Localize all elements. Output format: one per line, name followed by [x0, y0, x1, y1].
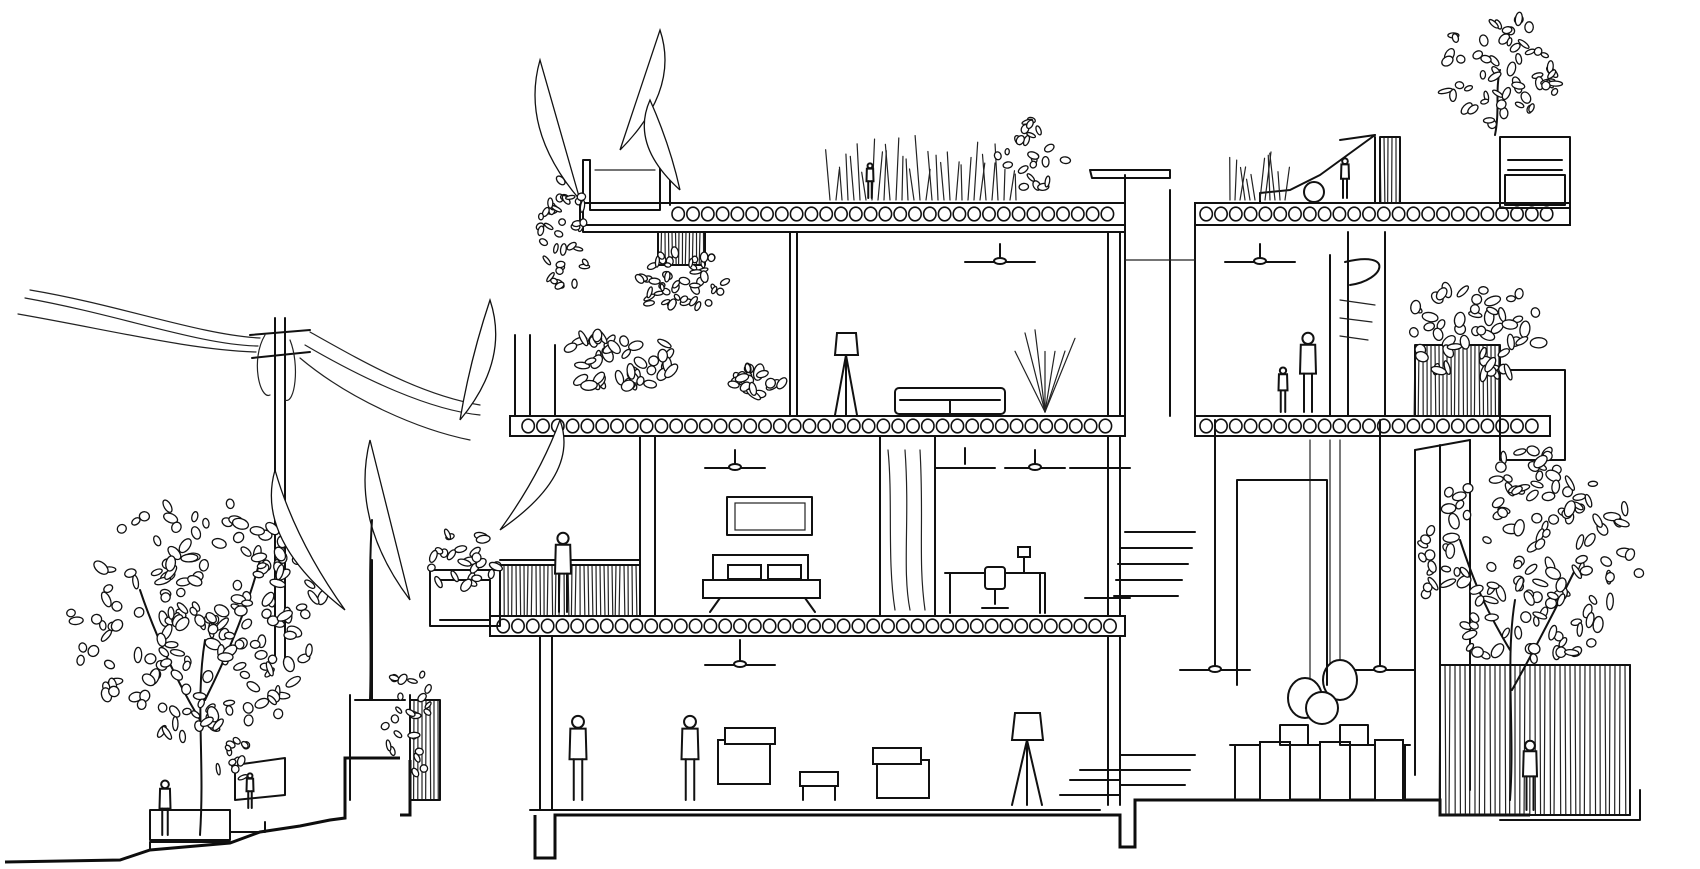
living-armchairs — [718, 728, 929, 800]
roof-right-planter — [1500, 137, 1570, 208]
dining-table-and-chairs — [1230, 725, 1410, 800]
pendant-lamps — [1288, 440, 1357, 724]
tripod-floor-lamp — [1012, 713, 1043, 805]
floor-lamp-second — [835, 333, 858, 415]
spiral-stair — [1340, 259, 1379, 340]
desk-and-chair — [945, 547, 1045, 613]
tall-window-frame — [1237, 480, 1327, 685]
ground-stair — [1060, 755, 1195, 800]
framed-picture — [727, 497, 812, 535]
roof-slide — [1260, 135, 1375, 203]
bed — [703, 555, 820, 612]
sofa-second — [895, 388, 1005, 414]
floating-stair — [1085, 532, 1195, 598]
slab-voids — [1200, 419, 1538, 433]
